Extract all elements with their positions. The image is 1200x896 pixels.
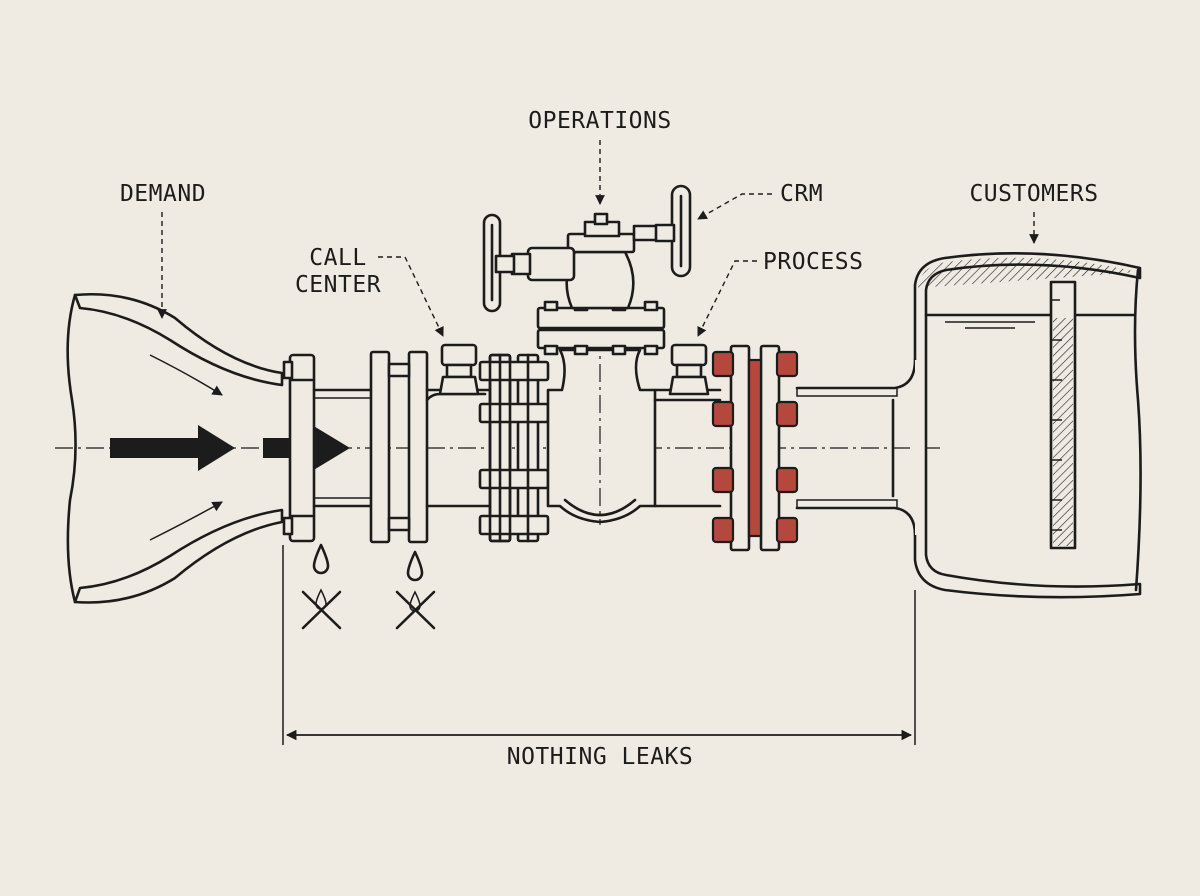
label-crm: CRM bbox=[780, 181, 823, 207]
flow-arrow-1 bbox=[110, 425, 235, 471]
label-operations: OPERATIONS bbox=[528, 108, 671, 134]
mid-flange bbox=[478, 353, 550, 543]
process-leader bbox=[697, 260, 757, 337]
process-fitting bbox=[668, 343, 710, 396]
drip-icon-2 bbox=[406, 550, 424, 582]
dimension-line bbox=[282, 545, 916, 745]
label-process: PROCESS bbox=[763, 249, 863, 275]
pipe-section-3 bbox=[795, 358, 917, 537]
call-center-leader bbox=[378, 256, 444, 337]
label-nothing-leaks: NOTHING LEAKS bbox=[507, 744, 694, 770]
handwheel-left bbox=[482, 213, 516, 313]
drip-icon-1 bbox=[312, 543, 330, 575]
operations-valve bbox=[510, 212, 666, 525]
call-center-flange bbox=[369, 350, 492, 544]
handwheel-crm bbox=[654, 184, 692, 278]
inlet-flange bbox=[282, 353, 316, 543]
demand-funnel bbox=[66, 292, 284, 604]
process-flange-red bbox=[711, 344, 799, 552]
pipe-section-1 bbox=[312, 388, 376, 508]
label-demand: DEMAND bbox=[120, 181, 206, 207]
crm-leader bbox=[697, 193, 772, 220]
cross-icon-1 bbox=[301, 588, 342, 630]
customers-tank bbox=[913, 252, 1142, 599]
label-call: CALL bbox=[309, 245, 366, 271]
call-center-fitting bbox=[438, 343, 480, 396]
label-center: CENTER bbox=[295, 272, 381, 298]
cross-icon-2 bbox=[395, 590, 436, 630]
label-customers: CUSTOMERS bbox=[969, 181, 1098, 207]
